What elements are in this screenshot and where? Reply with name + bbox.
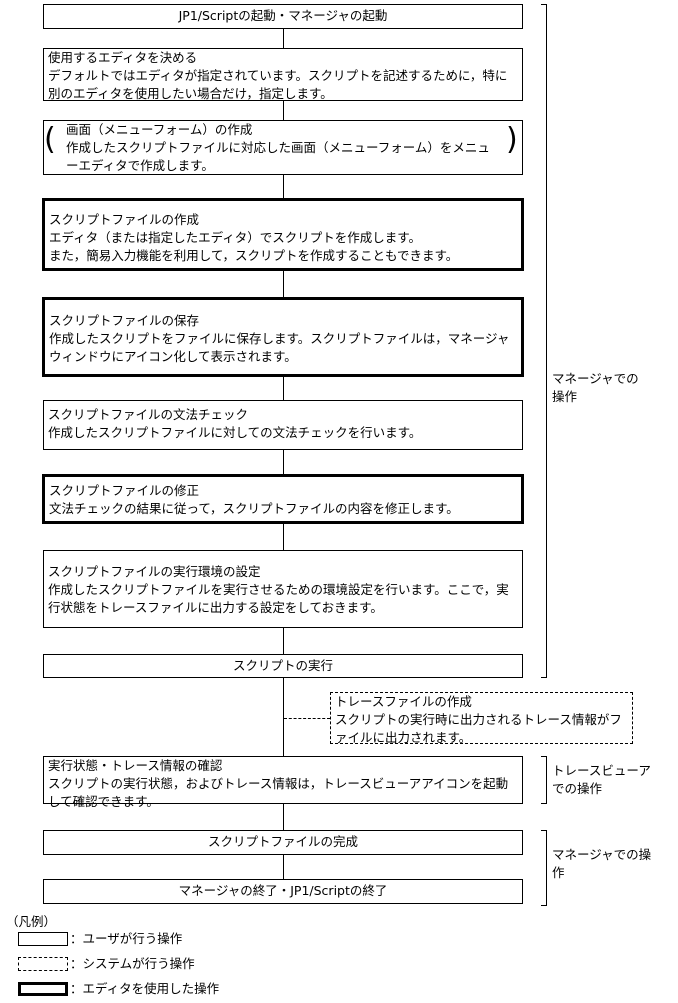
step-create-menu-form-title: 画面（メニューフォーム）の作成 — [66, 122, 253, 137]
step-choose-editor-title: 使用するエディタを決める — [48, 50, 198, 65]
step-choose-editor: 使用するエディタを決める デフォルトではエディタが指定されています。スクリプトを… — [43, 48, 523, 101]
step-save-script-desc: 作成したスクリプトをファイルに保存します。スクリプトファイルは，マネージャウィン… — [49, 331, 510, 364]
step-exec-env: スクリプトファイルの実行環境の設定 作成したスクリプトファイルを実行させるための… — [43, 550, 523, 628]
legend-system-text: ：システムが行う操作 — [70, 956, 195, 971]
step-trace-file-title: トレースファイルの作成 — [335, 694, 472, 709]
bracket-trace-viewer-ops-label: トレースビューア での操作 — [552, 763, 651, 796]
step-save-script-title: スクリプトファイルの保存 — [49, 313, 200, 328]
left-paren-icon: ( — [44, 122, 56, 157]
step-save-script: スクリプトファイルの保存 作成したスクリプトをファイルに保存します。スクリプトフ… — [42, 297, 524, 377]
step-create-script: スクリプトファイルの作成 エディタ（または指定したエディタ）でスクリプトを作成し… — [42, 198, 524, 271]
step-check-trace-desc: スクリプトの実行状態，およびトレース情報は，トレースビューアアイコンを起動して確… — [48, 776, 509, 809]
bracket-manager-ops-2 — [541, 830, 547, 906]
step-fix-script: スクリプトファイルの修正 文法チェックの結果に従って，スクリプトファイルの内容を… — [42, 474, 524, 524]
bracket-manager-ops-1-label: マネージャでの 操作 — [552, 371, 639, 404]
step-run-script-title: スクリプトの実行 — [232, 658, 333, 673]
legend-editor-text: ：エディタを使用した操作 — [70, 981, 220, 996]
step-end-manager-title: マネージャの終了・JP1/Scriptの終了 — [178, 883, 388, 898]
legend-editor-swatch — [18, 982, 68, 996]
step-script-complete: スクリプトファイルの完成 — [43, 830, 523, 855]
flow-connector-trace — [284, 718, 330, 719]
step-syntax-check-desc: 作成したスクリプトファイルに対しての文法チェックを行います。 — [48, 425, 422, 440]
step-exec-env-title: スクリプトファイルの実行環境の設定 — [48, 564, 261, 579]
legend-system-swatch — [18, 957, 68, 971]
step-check-trace: 実行状態・トレース情報の確認 スクリプトの実行状態，およびトレース情報は，トレー… — [43, 756, 523, 809]
step-create-script-title: スクリプトファイルの作成 — [49, 212, 200, 227]
bracket-manager-ops-2-label: マネージャでの操 作 — [552, 847, 652, 880]
step-check-trace-title: 実行状態・トレース情報の確認 — [48, 758, 223, 773]
flow-connector-main — [283, 29, 284, 879]
step-choose-editor-desc: デフォルトではエディタが指定されています。スクリプトを記述するために，特に別のエ… — [48, 68, 508, 101]
step-start-title: JP1/Scriptの起動・マネージャの起動 — [178, 8, 388, 23]
legend-user-swatch — [18, 932, 68, 946]
step-fix-script-title: スクリプトファイルの修正 — [49, 483, 200, 498]
right-paren-icon: ) — [506, 122, 518, 157]
step-trace-file-desc: スクリプトの実行時に出力されるトレース情報がファイルに出力されます。 — [335, 712, 622, 745]
step-create-menu-form-desc: 作成したスクリプトファイルに対応した画面（メニューフォーム）をメニューエディタで… — [66, 140, 490, 173]
step-end-manager: マネージャの終了・JP1/Scriptの終了 — [43, 879, 523, 904]
legend-user-text: ：ユーザが行う操作 — [70, 931, 183, 946]
step-script-complete-title: スクリプトファイルの完成 — [207, 834, 358, 849]
bracket-manager-ops-1 — [541, 4, 547, 678]
legend-title: （凡例） — [6, 914, 57, 929]
step-syntax-check: スクリプトファイルの文法チェック 作成したスクリプトファイルに対しての文法チェッ… — [43, 400, 523, 450]
step-create-menu-form: 画面（メニューフォーム）の作成 作成したスクリプトファイルに対応した画面（メニュ… — [43, 120, 523, 175]
bracket-trace-viewer-ops — [541, 756, 547, 804]
step-run-script: スクリプトの実行 — [43, 654, 523, 678]
step-syntax-check-title: スクリプトファイルの文法チェック — [48, 407, 249, 422]
step-start-jp1: JP1/Scriptの起動・マネージャの起動 — [43, 4, 523, 29]
step-exec-env-desc: 作成したスクリプトファイルを実行させるための環境設定を行います。ここで，実行状態… — [48, 582, 509, 615]
step-trace-file: トレースファイルの作成 スクリプトの実行時に出力されるトレース情報がファイルに出… — [330, 692, 633, 745]
step-fix-script-desc: 文法チェックの結果に従って，スクリプトファイルの内容を修正します。 — [49, 501, 459, 516]
step-create-script-desc: エディタ（または指定したエディタ）でスクリプトを作成します。 また，簡易入力機能… — [49, 230, 459, 263]
